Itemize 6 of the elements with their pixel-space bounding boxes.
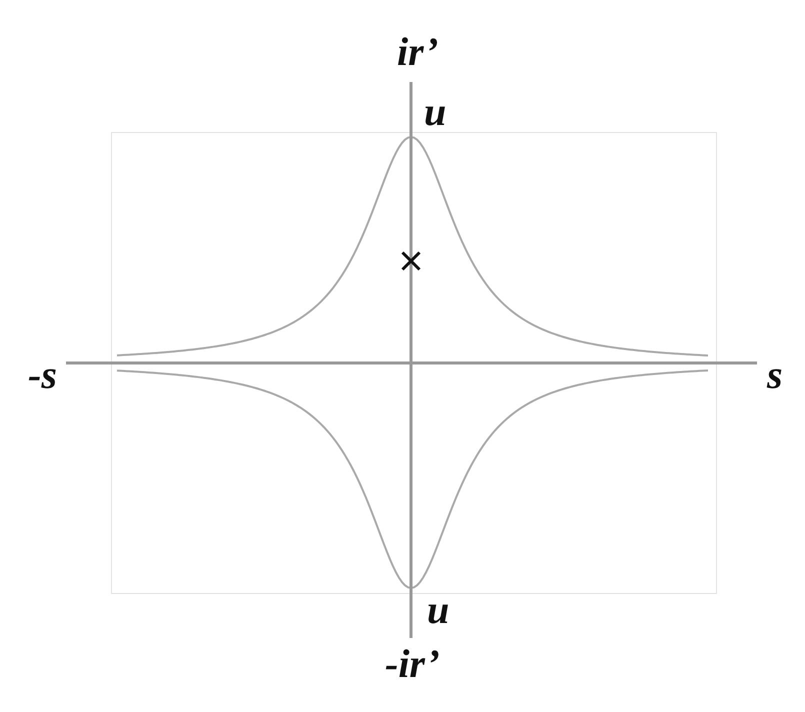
axis-label: -ir’ xyxy=(385,648,440,678)
point-label: u xyxy=(424,96,446,126)
axis-label: -s xyxy=(28,360,57,390)
point-label: u xyxy=(427,594,450,624)
axis-label: s xyxy=(767,360,783,390)
axis-label: ir’ xyxy=(397,36,438,66)
